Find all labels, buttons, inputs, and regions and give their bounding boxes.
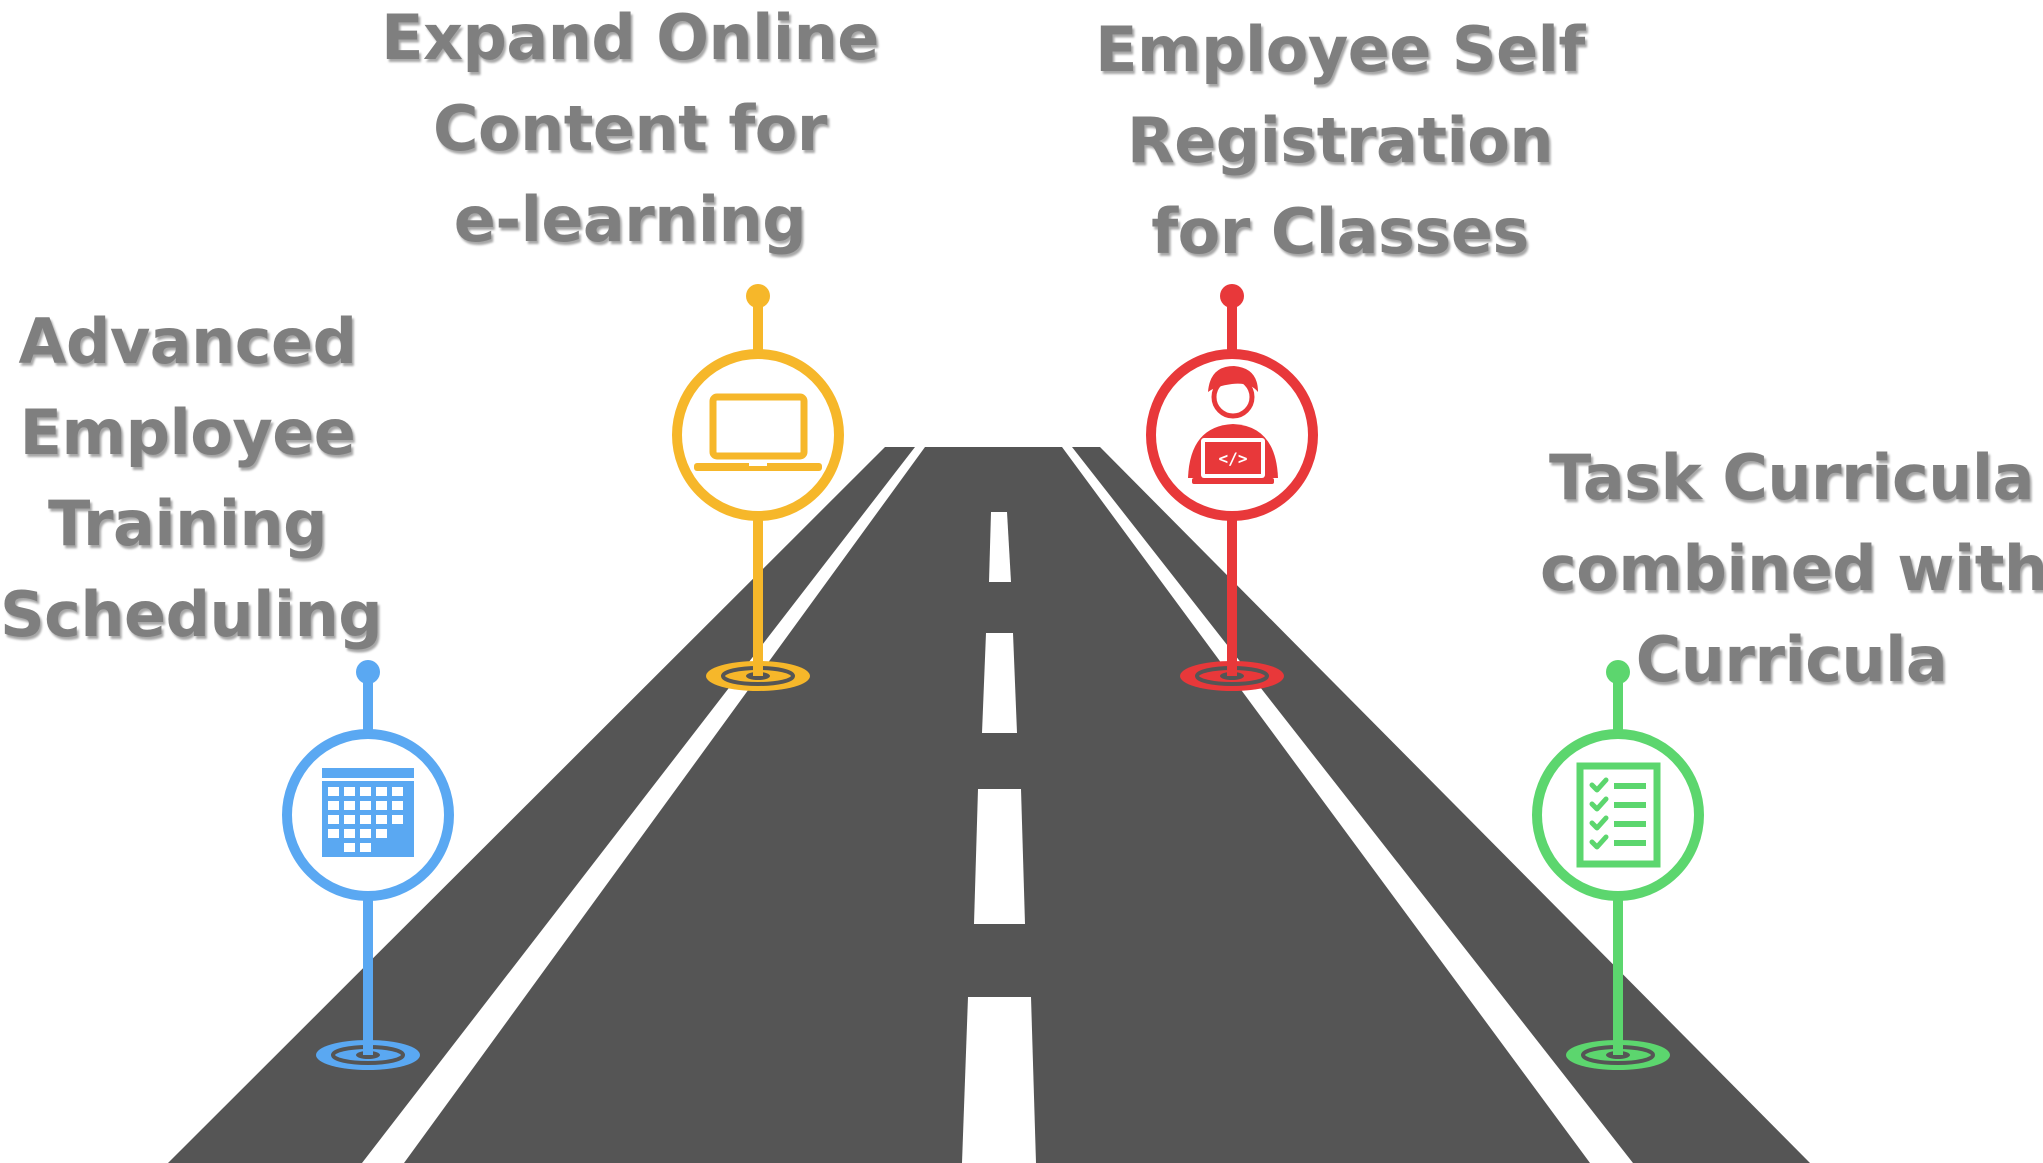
pin-badge [672, 349, 844, 521]
road-center-dash [962, 997, 1036, 1163]
developer-icon-laptop-base [1192, 478, 1274, 484]
road-center-dash [974, 789, 1025, 924]
developer-at-laptop-icon: </> [1188, 366, 1278, 484]
milestone-pin-expand [672, 284, 844, 691]
milestone-label-self-registration: Employee Self Registration for Classes [1090, 4, 1590, 277]
milestone-pin-self-registration: </> [1146, 284, 1318, 691]
calendar-cell [376, 815, 387, 824]
calendar-cell [360, 843, 371, 852]
calendar-cell [344, 801, 355, 810]
road-center-dash [989, 512, 1011, 582]
code-brackets-glyph: </> [1219, 449, 1248, 468]
milestone-pin-task-curricula [1532, 660, 1704, 1070]
calendar-cell [344, 787, 355, 796]
milestone-label-advanced: Advanced Employee Training Scheduling [0, 296, 383, 660]
checklist-line [1614, 802, 1646, 808]
milestone-label-line: for Classes [1151, 195, 1529, 268]
milestone-pin-advanced [282, 660, 454, 1070]
calendar-cell [360, 801, 371, 810]
milestone-label-expand: Expand Online Content for e-learning [380, 0, 880, 265]
milestone-label-line: combined with [1540, 532, 2043, 605]
milestone-label-line: Training [47, 487, 328, 560]
pin-top-dot [746, 284, 770, 308]
road-center-dash [982, 633, 1017, 733]
calendar-cell [344, 815, 355, 824]
milestone-label-line: Expand Online [381, 1, 879, 74]
road-center-dashes [962, 512, 1036, 1163]
pin-top-dot [356, 660, 380, 684]
pin-stem [363, 670, 373, 740]
milestone-label-line: Curricula [1635, 623, 1948, 696]
checklist-icon-sheet [1576, 762, 1661, 868]
milestone-label-task-curricula: Task Curricula combined with Curricula [1540, 432, 2043, 705]
calendar-cell [328, 815, 339, 824]
check-mark [1589, 796, 1609, 812]
road-right-edge-line [1062, 447, 1633, 1163]
calendar-icon [322, 768, 414, 857]
check-mark [1589, 834, 1609, 850]
calendar-cell [376, 787, 387, 796]
calendar-cell [360, 815, 371, 824]
laptop-icon-screen [709, 393, 808, 460]
pin-top-dot [1606, 660, 1630, 684]
calendar-icon-header [322, 768, 414, 778]
pin-badge [1532, 729, 1704, 901]
checklist-line [1614, 840, 1646, 846]
calendar-cell [344, 829, 355, 838]
developer-icon-head [1211, 375, 1255, 419]
calendar-icon-grid [328, 787, 403, 852]
calendar-cell [344, 843, 355, 852]
calendar-cell [392, 815, 403, 824]
calendar-cell [328, 829, 339, 838]
checklist-line [1614, 783, 1646, 789]
calendar-cell [328, 801, 339, 810]
developer-icon-laptop-screen-inner [1205, 442, 1261, 474]
road-left-edge-line [362, 447, 925, 1163]
milestone-label-line: Scheduling [0, 578, 383, 651]
milestone-label-line: Employee Self [1095, 13, 1585, 86]
pin-top-dot [1220, 284, 1244, 308]
milestone-label-line: Registration [1126, 104, 1554, 177]
milestone-label-line: e-learning [453, 183, 807, 256]
checklist-icon [1576, 762, 1661, 868]
laptop-icon-base [694, 463, 822, 471]
calendar-cell [392, 801, 403, 810]
road [168, 447, 1810, 1163]
laptop-icon [694, 393, 822, 471]
milestone-label-line: Employee [19, 396, 356, 469]
checklist-line [1614, 821, 1646, 827]
milestone-label-line: Content for [433, 92, 827, 165]
calendar-cell [376, 829, 387, 838]
checklist-icon-checks [1589, 777, 1609, 850]
calendar-cell [360, 787, 371, 796]
check-mark [1589, 777, 1609, 793]
checklist-icon-lines [1614, 783, 1646, 846]
milestone-label-line: Advanced [18, 305, 357, 378]
calendar-cell [392, 787, 403, 796]
calendar-cell [376, 801, 387, 810]
milestone-label-line: Task Curricula [1549, 441, 2034, 514]
calendar-cell [328, 787, 339, 796]
laptop-icon-notch [749, 463, 767, 466]
check-mark [1589, 815, 1609, 831]
calendar-cell [360, 829, 371, 838]
